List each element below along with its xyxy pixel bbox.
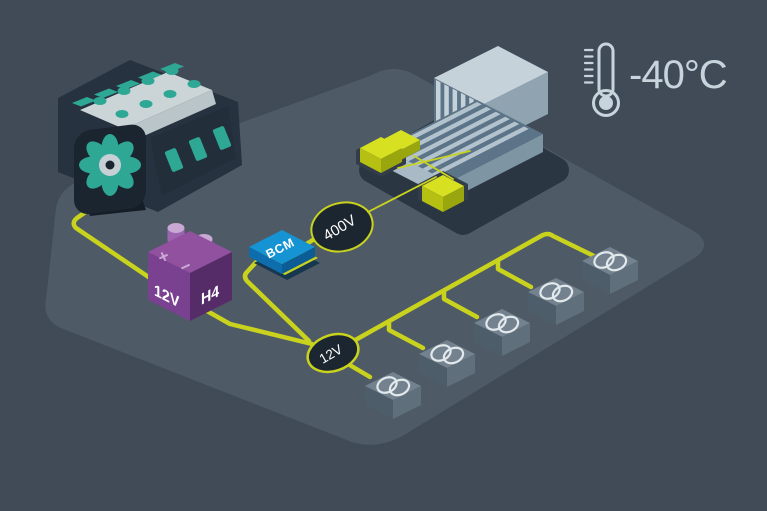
fan-hub-center [105,160,115,170]
circuit-traces [367,150,471,213]
wire-engine-battery [71,189,153,281]
wire-branch-load2 [386,319,426,351]
bcm-right-face [282,247,315,274]
connector-pad [422,175,464,212]
ev-power-module [356,46,569,235]
engine-side-ports [164,126,232,172]
load-box [419,340,475,387]
heatsink-upper-cap [434,46,548,104]
thermometer-icon [583,42,620,117]
bcm-left-face [249,247,282,274]
fan-icon [74,124,146,215]
load-box [474,309,530,356]
hv-node: 400V [310,201,374,253]
overlapping-rings-icon [485,313,520,334]
wire-bcm-lv-node [242,256,312,344]
bcm-module: BCM [249,230,320,280]
battery-left-face [148,252,190,321]
load-boxes [365,247,638,419]
load-box [365,372,421,419]
load-box [528,278,584,325]
wire-branch-load4 [495,258,534,290]
wire-lv-bus [347,231,597,346]
temperature-label: -40°C [629,53,727,97]
overlapping-rings-icon [376,376,411,397]
engine [58,60,242,216]
overlapping-rings-icon [539,282,574,303]
load-box [582,247,638,294]
temperature-badge: -40°C [583,42,728,117]
lv-node: 12V [306,332,360,374]
wire-lv-load1 [345,361,373,380]
battery: + − 12V H4 [148,223,232,321]
cylinder-ports [93,67,201,118]
wire-branch-load3 [441,288,480,320]
cylinder-head-front [124,90,216,143]
connector-pad [360,137,402,173]
wire-battery-lv-node [204,308,315,347]
heatsink-right-face [449,134,543,200]
overlapping-rings-icon [593,251,628,272]
trace-hv-to-module [367,176,437,213]
battery-right-face [190,252,232,321]
wiring-harness [71,189,597,380]
overlapping-rings-icon [430,344,465,365]
